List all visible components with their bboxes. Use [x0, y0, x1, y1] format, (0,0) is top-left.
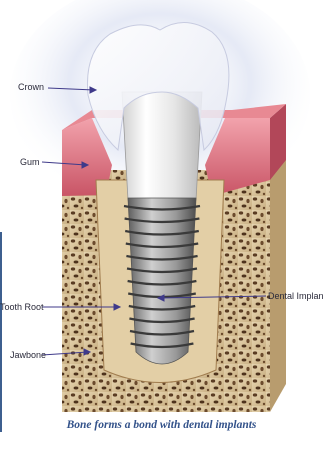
label-gum: Gum: [20, 157, 40, 168]
label-jawbone: Jawbone: [10, 350, 46, 361]
label-tooth-root: Tooth Root: [0, 302, 44, 313]
label-crown: Crown: [18, 82, 44, 93]
abutment-shaft: [122, 92, 202, 200]
figure-caption: Bone forms a bond with dental implants: [0, 418, 323, 432]
label-dental-implant: Dental Implant: [268, 291, 323, 302]
